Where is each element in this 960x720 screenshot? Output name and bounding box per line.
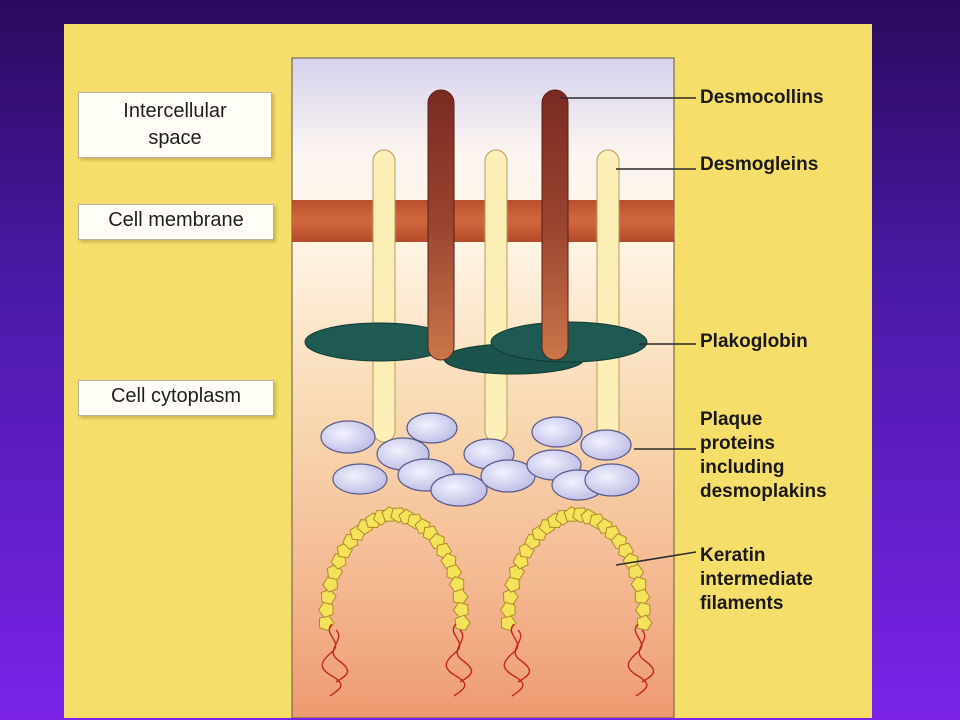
keratin-bead [636, 614, 653, 631]
keratin-bead [634, 601, 651, 619]
keratin-bead [330, 553, 347, 570]
leader-line-keratin [615, 551, 697, 566]
plaque-protein [580, 429, 632, 461]
plaque-protein [430, 473, 488, 507]
keratin-tail [503, 623, 531, 697]
desmoglein-rod [372, 149, 396, 443]
keratin-tail [445, 623, 473, 697]
keratin-bead [499, 601, 516, 619]
callout-plaque-proteins: Plaque proteins including desmoplakins [700, 409, 827, 502]
plakoglobin-disc [490, 321, 648, 363]
desmosome-diagram [291, 57, 697, 718]
keratin-tail [321, 623, 349, 697]
desmoglein-rod [484, 149, 508, 443]
callout-desmocollins: Desmocollins [700, 87, 824, 108]
desmoglein-rod [596, 149, 620, 443]
keratin-bead [452, 588, 469, 605]
plaque-protein [406, 412, 458, 444]
diagram-panel: Intercellular space Cell membrane Cell c… [64, 24, 872, 718]
label-cell-cytoplasm: Cell cytoplasm [78, 380, 274, 416]
plaque-protein [332, 463, 388, 495]
keratin-bead [454, 614, 471, 631]
callout-keratin: Keratin intermediate filaments [700, 545, 813, 614]
keratin-bead [320, 588, 337, 605]
keratin-bead [317, 601, 334, 619]
keratin-filament [499, 505, 655, 697]
desmocollin-rod [427, 89, 455, 361]
keratin-bead [634, 588, 651, 605]
callout-desmogleins: Desmogleins [700, 154, 819, 175]
keratin-bead [452, 601, 469, 619]
keratin-bead [512, 553, 529, 570]
keratin-bead [502, 588, 519, 605]
desmocollin-rod [541, 89, 569, 361]
label-intercellular-space: Intercellular space [78, 92, 272, 158]
plaque-protein [531, 416, 583, 448]
plaque-proteins [320, 412, 640, 507]
plaque-protein [584, 463, 640, 497]
keratin-tail [627, 623, 655, 697]
keratin-filament [317, 505, 473, 697]
label-cell-membrane: Cell membrane [78, 204, 274, 240]
plaque-protein [320, 420, 376, 454]
callout-plakoglobin: Plakoglobin [700, 331, 808, 352]
